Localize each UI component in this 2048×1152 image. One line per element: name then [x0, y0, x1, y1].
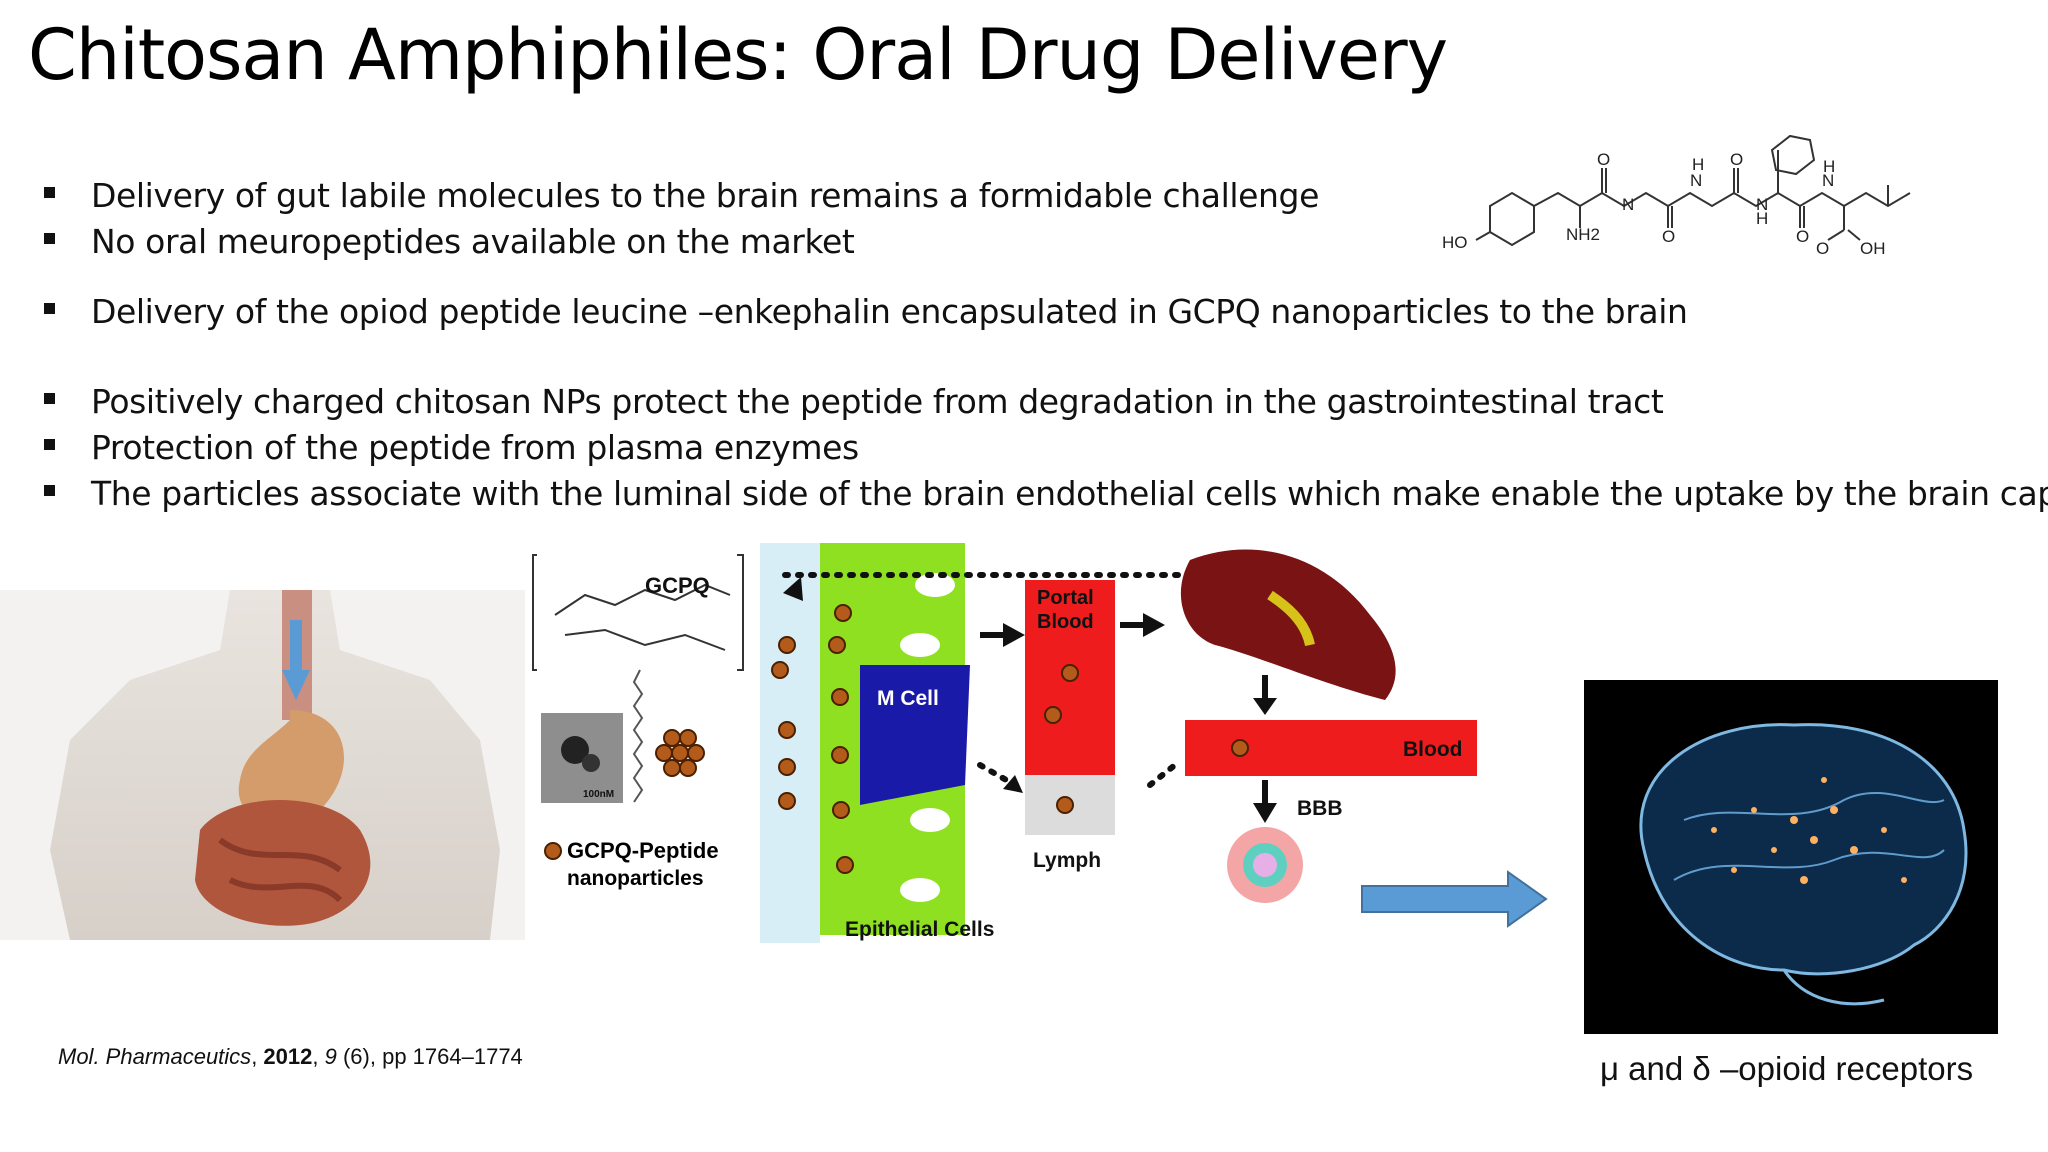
bullet-square-icon [44, 393, 55, 404]
epithelial-cells-label: Epithelial Cells [845, 918, 994, 941]
gut-lumen [760, 543, 820, 943]
stomach [238, 710, 344, 825]
right-arrow-icon [1361, 870, 1548, 928]
hydrogen-label: H [1823, 157, 1835, 176]
bullet-square-icon [44, 485, 55, 496]
gcpq-label: GCPQ [645, 573, 710, 598]
ho-label: HO [1442, 233, 1468, 252]
citation-pages: (6), pp 1764–1774 [336, 1044, 523, 1069]
bullet-square-icon [44, 303, 55, 314]
gcpq-transport-diagram: GCPQ 100nM GCPQ-Peptide nanoparticles M … [532, 543, 1477, 943]
m-cell-label: M Cell [877, 687, 939, 710]
bullet-item: Delivery of the opiod peptide leucine –e… [44, 292, 1688, 331]
portal-label: Portal [1037, 587, 1094, 609]
hydrogen-label: H [1692, 155, 1704, 174]
bullet-item: The particles associate with the luminal… [44, 474, 2048, 513]
bullet-item: No oral meuropeptides available on the m… [44, 222, 855, 261]
bullet-text: Protection of the peptide from plasma en… [91, 428, 859, 467]
intestines [195, 800, 371, 926]
oxygen-label: O [1730, 150, 1743, 169]
bullet-square-icon [44, 439, 55, 450]
legend-line-2: nanoparticles [567, 867, 704, 890]
bullet-text: Positively charged chitosan NPs protect … [91, 382, 1664, 421]
bullet-text: No oral meuropeptides available on the m… [91, 222, 855, 261]
nh2-label: NH2 [1566, 225, 1600, 244]
phenol-ring [1489, 191, 1535, 247]
nitrogen-label: N [1756, 195, 1768, 214]
blood-label: Blood [1403, 738, 1462, 761]
bullet-text: Delivery of gut labile molecules to the … [91, 176, 1319, 215]
oxygen-label: O [1816, 239, 1829, 258]
citation: Mol. Pharmaceutics, 2012, 9 (6), pp 1764… [58, 1044, 523, 1069]
portal-blood-compartment [1025, 580, 1115, 805]
citation-journal: Mol. Pharmaceutics [58, 1044, 252, 1069]
liver [1180, 549, 1396, 700]
phenyl-ring [1770, 134, 1816, 176]
m-cell [860, 665, 970, 805]
portal-blood-label: Blood [1037, 611, 1094, 633]
legend-line-1: GCPQ-Peptide [567, 838, 719, 863]
down-arrow-icon [290, 620, 302, 672]
nitrogen-label: N [1822, 171, 1834, 190]
bullet-list: Delivery of gut labile molecules to the … [44, 0, 2048, 520]
slide-title: Chitosan Amphiphiles: Oral Drug Delivery [28, 14, 1448, 96]
nitrogen-label: N [1622, 195, 1634, 214]
bullet-item: Positively charged chitosan NPs protect … [44, 382, 1664, 421]
oxygen-label: O [1796, 227, 1809, 246]
nitrogen-label: N [1690, 171, 1702, 190]
lymph-label: Lymph [1033, 849, 1101, 872]
citation-volume: 9 [324, 1044, 337, 1069]
oh-label: OH [1860, 239, 1886, 258]
human-digestive-tract-illustration [0, 590, 525, 940]
bbb-label: BBB [1297, 797, 1343, 820]
nanoparticle-icon [544, 842, 562, 860]
scale-bar-label: 100nM [583, 789, 614, 800]
bullet-item: Protection of the peptide from plasma en… [44, 428, 859, 467]
brain-image [1584, 680, 1998, 1034]
oxygen-label: O [1662, 227, 1675, 246]
bullet-text: The particles associate with the luminal… [91, 474, 2048, 513]
leu-enkephalin-structure-diagram: HO NH2 O N O N H O N H O N H O OH [1442, 134, 1911, 258]
bullet-square-icon [44, 233, 55, 244]
citation-year: 2012 [263, 1044, 313, 1069]
bullet-text: Delivery of the opiod peptide leucine –e… [91, 292, 1688, 331]
bullet-square-icon [44, 187, 55, 198]
hydrogen-label: H [1756, 209, 1768, 228]
oxygen-label: O [1597, 150, 1610, 169]
bullet-item: Delivery of gut labile molecules to the … [44, 176, 1319, 215]
brain-caption: μ and δ –opioid receptors [1600, 1050, 1974, 1087]
